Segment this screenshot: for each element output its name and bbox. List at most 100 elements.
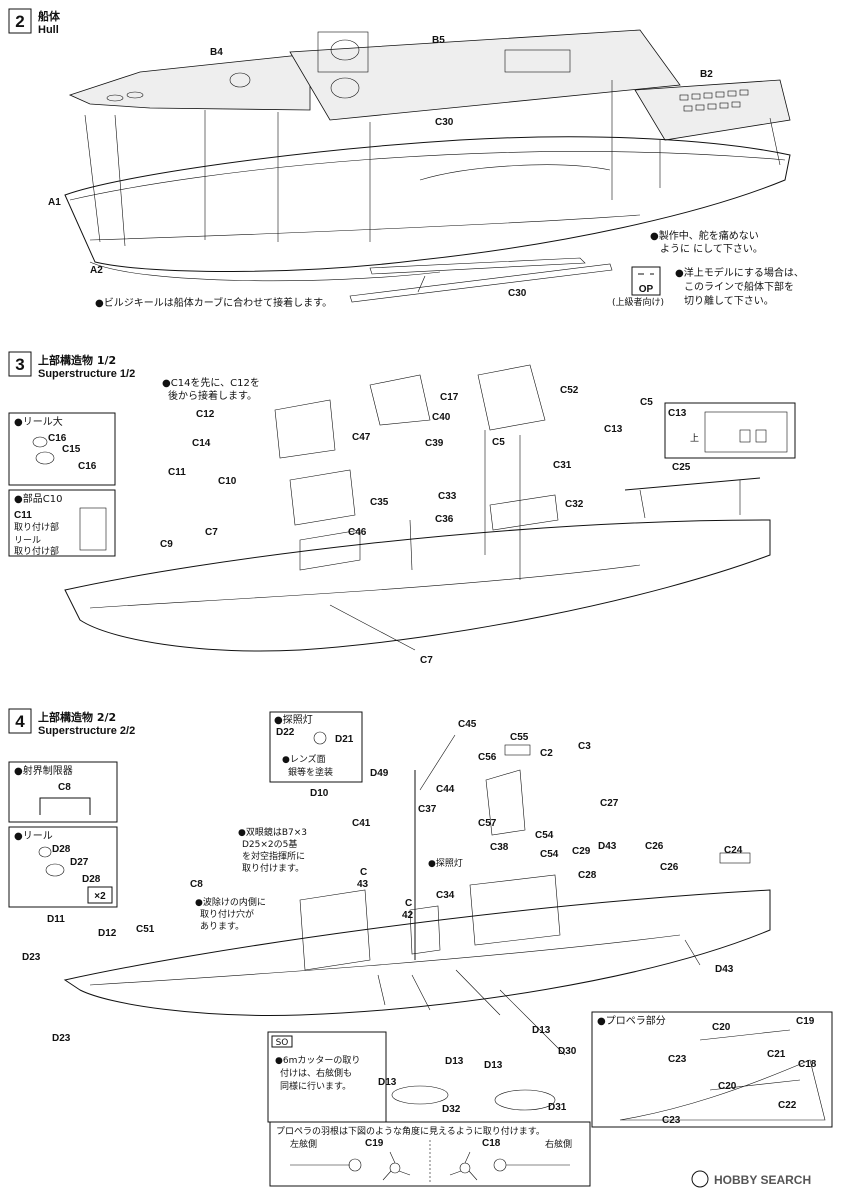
label-c10: C10 xyxy=(218,476,237,487)
label-c34: C34 xyxy=(436,890,455,901)
step-2-arrows xyxy=(84,80,781,293)
inset-reel-c15: C15 xyxy=(62,444,81,455)
inset-propeller-c23b: C23 xyxy=(662,1115,681,1126)
inset-cutter-line1: ●6mカッターの取り xyxy=(275,1055,360,1066)
label-b5: B5 xyxy=(432,35,445,46)
inset-propeller-c20a: C20 xyxy=(712,1022,731,1033)
label-d49: D49 xyxy=(370,768,389,779)
propeller-angle-note: プロペラの羽根は下図のような角度に見えるように取り付けます。 xyxy=(276,1125,545,1137)
propeller-left-part: C19 xyxy=(365,1138,384,1149)
reel-drum-icon xyxy=(32,436,48,448)
inset-searchlight-note2: 銀等を塗装 xyxy=(288,766,333,778)
label-d43-top: D43 xyxy=(598,841,617,852)
label-c32: C32 xyxy=(565,499,584,510)
deck-part-b5 xyxy=(289,29,681,121)
label-c45: C45 xyxy=(458,719,477,730)
part-c56-shape xyxy=(485,769,526,836)
label-c30-lower: C30 xyxy=(508,288,527,299)
inset-part-c13 xyxy=(664,402,796,459)
note-searchlight: ●探照灯 xyxy=(428,857,463,869)
step-3-number: 3 xyxy=(15,355,24,374)
label-a1: A1 xyxy=(48,197,61,208)
propeller-right-icon xyxy=(449,1151,570,1181)
label-c35: C35 xyxy=(370,497,389,508)
inset-cutter-badge: SO xyxy=(276,1038,289,1048)
bilge-keel-c30-lower xyxy=(349,263,613,303)
note-c14-first-1: ●C14を先に、C12を xyxy=(162,377,260,389)
label-d10: D10 xyxy=(310,788,329,799)
hull-body xyxy=(64,136,791,273)
hull-step-4-contour xyxy=(89,934,681,986)
label-d23-upper: D23 xyxy=(22,952,41,963)
note-bilge-keel: ●ビルジキールは船体カーブに合わせて接着します。 xyxy=(95,296,332,309)
hull-step-4 xyxy=(63,889,771,1016)
label-c-42-num: 42 xyxy=(402,910,414,921)
label-c29: C29 xyxy=(572,846,591,857)
inset-reel-c16a: C16 xyxy=(48,433,67,444)
inset-reel-d27: D27 xyxy=(70,857,89,868)
inset-c10-line3: リール xyxy=(14,536,41,546)
label-d30: D30 xyxy=(558,1046,577,1057)
label-c-43: C xyxy=(360,867,367,878)
step-2-hull: 2 船体 Hull xyxy=(8,8,804,309)
label-c-42: C xyxy=(405,898,412,909)
label-c57: C57 xyxy=(478,818,497,829)
label-c38: C38 xyxy=(490,842,509,853)
watermark-logo-icon xyxy=(691,1170,709,1188)
propeller-shaft xyxy=(699,1029,791,1041)
step-3-superstructure-1: 3 上部構造物 1/2 Superstructure 1/2 ●リール大 C16… xyxy=(8,351,796,666)
part-c13-window xyxy=(739,429,751,443)
inset-reel-large-title: ●リール大 xyxy=(14,415,63,428)
cutter-boat-d32 xyxy=(391,1085,449,1105)
step-3-arrows xyxy=(329,430,741,651)
inset-searchlight-d21: D21 xyxy=(335,734,354,745)
inset-reel-d28b: D28 xyxy=(82,874,101,885)
label-c55: C55 xyxy=(510,732,529,743)
propeller-left-label: 左舷側 xyxy=(290,1138,317,1150)
reel-drum-icon xyxy=(35,451,55,465)
op-badge xyxy=(631,266,661,296)
label-d13-mid: D13 xyxy=(445,1056,464,1067)
part-c24-shape xyxy=(719,852,751,864)
mast-c25 xyxy=(624,477,761,491)
label-c7-lower: C7 xyxy=(420,655,433,666)
part-c34-shape xyxy=(409,905,441,955)
deck-b5-hatch xyxy=(504,49,571,73)
label-c54b: C54 xyxy=(540,849,559,860)
inset-propeller-title: ●プロペラ部分 xyxy=(597,1014,666,1027)
note-breakwater-3: あります。 xyxy=(200,921,244,932)
label-c39: C39 xyxy=(425,438,444,449)
note-binoculars-1: ●双眼鏡はB7×3 xyxy=(238,826,307,838)
searchlight-icon xyxy=(313,731,327,745)
inset-propeller-c22: C22 xyxy=(778,1100,797,1111)
deck-b4-fitting xyxy=(126,91,144,99)
step-3-title-en: Superstructure 1/2 xyxy=(38,368,135,380)
label-c28: C28 xyxy=(578,870,597,881)
note-waterline-3: 切り離して下さい。 xyxy=(684,294,774,307)
label-c52: C52 xyxy=(560,385,579,396)
note-breakwater-2: 取り付け穴が xyxy=(200,908,254,920)
inset-propeller-c23a: C23 xyxy=(668,1054,687,1065)
inset-searchlight-note1: ●レンズ面 xyxy=(282,753,326,765)
label-c-43-num: 43 xyxy=(357,879,369,890)
inset-reel xyxy=(8,826,118,908)
multiplier-box xyxy=(87,886,113,904)
inset-reel-d28a: D28 xyxy=(52,844,71,855)
step-4-number-box xyxy=(8,708,32,734)
deck-part-b2 xyxy=(634,79,791,141)
step-4-arrows xyxy=(377,939,701,1056)
label-c33: C33 xyxy=(438,491,457,502)
label-d11: D11 xyxy=(47,914,65,925)
propeller-right-label: 右舷側 xyxy=(545,1138,572,1150)
part-c13-shape xyxy=(704,411,788,453)
bridge-c46-shape xyxy=(289,469,356,526)
label-c26b: C26 xyxy=(660,862,679,873)
inset-reel-title: ●リール xyxy=(14,831,53,842)
hull-bottom xyxy=(89,261,441,282)
tower-c17-shape xyxy=(477,364,546,431)
step-4-number: 4 xyxy=(15,712,25,731)
step-2-title-en: Hull xyxy=(38,24,59,36)
label-c12: C12 xyxy=(196,409,215,420)
part-c13-window xyxy=(755,429,767,443)
part-c55-shape xyxy=(504,744,531,756)
